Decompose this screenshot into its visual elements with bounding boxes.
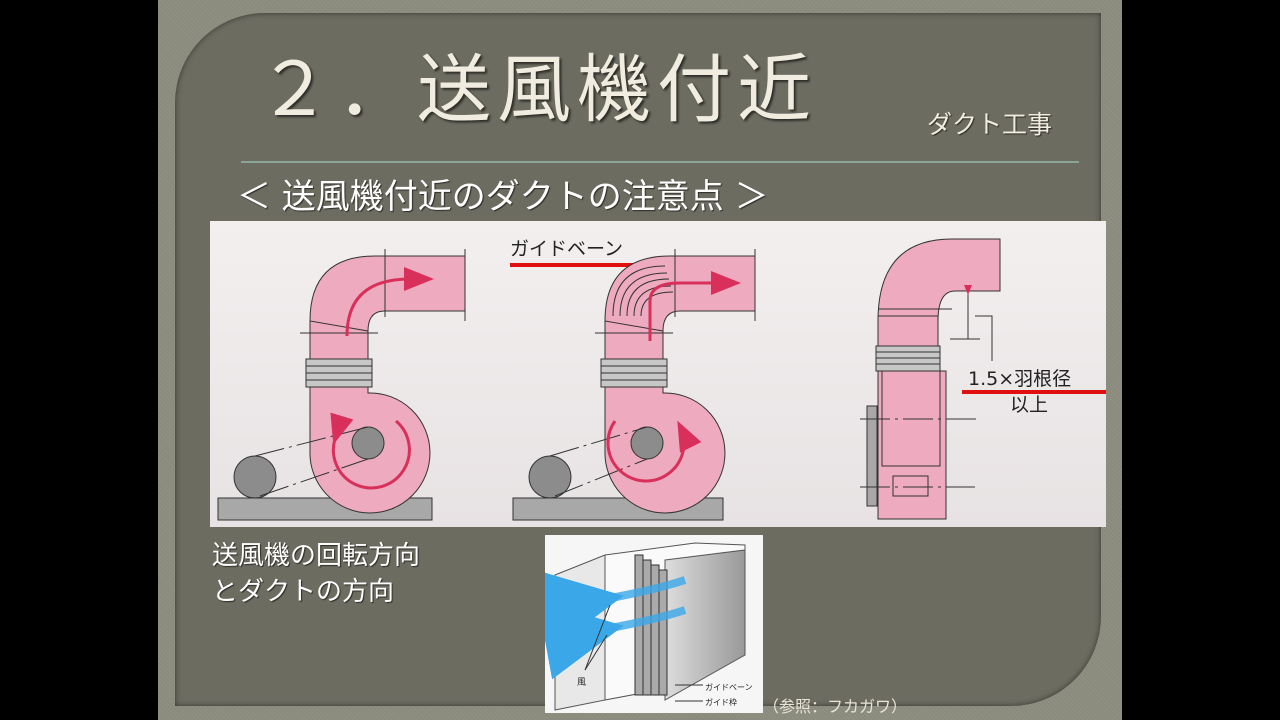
caption-line-1: 送風機の回転方向: [212, 541, 421, 571]
slide: ２．送風機付近 ダクト工事 ＜ 送風機付近のダクトの注意点 ＞: [158, 0, 1122, 720]
fan-duct-diagram: ガイドベーン: [210, 221, 1106, 527]
photo-guide-vane-label: ガイドベーン: [705, 682, 753, 692]
caption-line-2: とダクトの方向: [212, 577, 395, 607]
content-panel: ２．送風機付近 ダクト工事 ＜ 送風機付近のダクトの注意点 ＞: [175, 13, 1106, 716]
slide-subtitle: ＜ 送風機付近のダクトの注意点 ＞: [237, 177, 769, 217]
clearance-underline: [962, 390, 1106, 394]
fan-duct-illustration: ガイドベーン: [217, 238, 1106, 521]
photo-guide-frame-label: ガイド枠: [705, 697, 737, 707]
guide-vane-illustration: 風 ガイドベーン ガイド枠: [537, 535, 763, 713]
guide-vane-label: ガイドベーン: [510, 238, 623, 260]
title-divider: [241, 161, 1079, 163]
guide-vane-photo: 風 ガイドベーン ガイド枠: [537, 535, 763, 713]
guide-vane-underline: [510, 263, 655, 267]
clearance-label: 1.5×羽根径: [968, 368, 1071, 390]
slide-subject: ダクト工事: [927, 110, 1053, 139]
clearance-label-suffix: 以上: [1010, 394, 1048, 416]
caption: 送風機の回転方向 とダクトの方向: [212, 538, 420, 610]
slide-title: ２．送風機付近: [257, 47, 817, 133]
reference-note: （参照：フカガワ）: [763, 697, 908, 716]
fan-diagram-with-guide-vane: ガイドベーン: [510, 238, 756, 521]
fan-side-view-clearance: 1.5×羽根径 以上: [860, 238, 1106, 520]
wind-label: 風: [577, 677, 586, 688]
fan-diagram-without-guide-vane: [217, 249, 466, 521]
